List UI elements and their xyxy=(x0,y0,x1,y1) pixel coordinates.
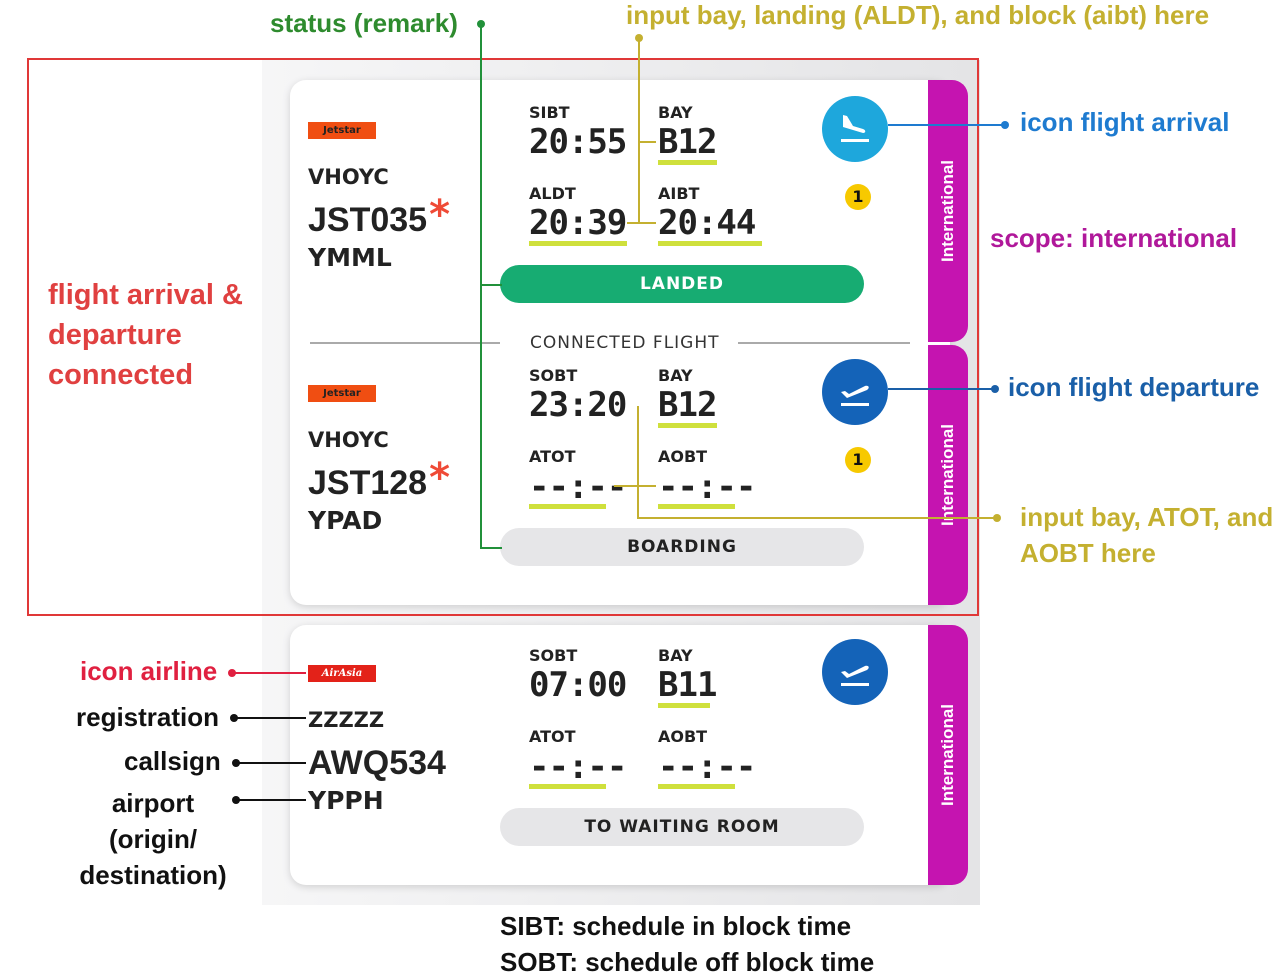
status-button[interactable]: BOARDING xyxy=(500,528,864,566)
aobt-input[interactable]: --:-- xyxy=(658,467,756,507)
input-underline xyxy=(658,160,717,165)
aibt-input[interactable]: 20:44 xyxy=(658,203,756,243)
flight-departure-icon xyxy=(822,359,888,425)
callsign: AWQ534 xyxy=(308,744,446,782)
sibt-value: 20:55 xyxy=(529,122,627,162)
annotation-connected: flight arrival & departure connected xyxy=(48,275,243,395)
callsign: JST128 xyxy=(308,464,428,502)
airport: YPPH xyxy=(308,786,384,815)
annotation-line: flight arrival & xyxy=(48,279,243,311)
annotation-scope: scope: international xyxy=(990,223,1238,253)
callsign: JST035 xyxy=(308,201,428,239)
atot-input[interactable]: --:-- xyxy=(529,747,627,787)
input-underline xyxy=(658,784,735,789)
bay-input[interactable]: B12 xyxy=(658,385,717,425)
input-underline xyxy=(658,241,762,246)
airline-logo: Jetstar xyxy=(308,122,376,139)
aobt-label: AOBT xyxy=(658,447,708,466)
input-underline xyxy=(529,784,606,789)
divider xyxy=(310,342,500,344)
annotation-line: destination) xyxy=(79,860,227,890)
airline-logo: Jetstar xyxy=(308,385,376,402)
legend-sibt: SIBT: schedule in block time xyxy=(500,911,852,941)
annotation-icon-airline: icon airline xyxy=(80,656,218,686)
annotation-callsign: callsign xyxy=(124,746,221,776)
atot-label: ATOT xyxy=(529,447,576,466)
annotation-status: status (remark) xyxy=(270,8,458,38)
bay-label: BAY xyxy=(658,103,693,122)
sibt-label: SIBT xyxy=(529,103,570,122)
aldt-input[interactable]: 20:39 xyxy=(529,203,627,243)
callsign-row: JST128* xyxy=(308,455,451,503)
bay-input[interactable]: B12 xyxy=(658,122,717,162)
asterisk-icon: * xyxy=(429,192,451,238)
input-underline xyxy=(658,504,735,509)
legend-sobt: SOBT: schedule off block time xyxy=(500,947,875,977)
annotation-airport: airport (origin/destination) xyxy=(76,785,230,893)
annotation-icon-arrival: icon flight arrival xyxy=(1020,107,1230,137)
registration: VHOYC xyxy=(308,428,389,452)
status-button[interactable]: TO WAITING ROOM xyxy=(500,808,864,846)
input-underline xyxy=(658,703,710,708)
notification-badge: 1 xyxy=(845,184,871,210)
connected-flight-label: CONNECTED FLIGHT xyxy=(530,333,720,353)
input-underline xyxy=(529,241,627,246)
sobt-label: SOBT xyxy=(529,366,578,385)
aibt-label: AIBT xyxy=(658,184,700,203)
sobt-value: 07:00 xyxy=(529,665,627,705)
asterisk-icon: * xyxy=(429,455,451,501)
annotation-line: connected xyxy=(48,359,194,391)
notification-badge: 1 xyxy=(845,447,871,473)
annotation-registration: registration xyxy=(76,702,220,732)
atot-label: ATOT xyxy=(529,727,576,746)
bay-label: BAY xyxy=(658,366,693,385)
scope-tag: International xyxy=(928,625,968,885)
input-underline xyxy=(529,504,606,509)
flight-arrival-icon xyxy=(822,96,888,162)
bay-input[interactable]: B11 xyxy=(658,665,717,705)
aldt-label: ALDT xyxy=(529,184,576,203)
sobt-label: SOBT xyxy=(529,646,578,665)
divider xyxy=(738,342,910,344)
input-underline xyxy=(658,423,717,428)
airport: YMML xyxy=(308,243,392,272)
bay-label: BAY xyxy=(658,646,693,665)
sobt-value: 23:20 xyxy=(529,385,627,425)
annotation-line: (origin/ xyxy=(108,824,198,854)
airport: YPAD xyxy=(308,506,383,535)
registration: ZZZZZ xyxy=(308,708,385,732)
annotation-line: departure xyxy=(48,319,182,351)
annotation-line: airport xyxy=(111,788,195,818)
callsign-row: AWQ534 xyxy=(308,743,446,783)
scope-tag-arrival: International xyxy=(928,80,968,342)
aobt-input[interactable]: --:-- xyxy=(658,747,756,787)
callsign-row: JST035* xyxy=(308,192,451,240)
airline-logo: AirAsia xyxy=(308,665,376,682)
registration: VHOYC xyxy=(308,165,389,189)
annotation-input-arrival: input bay, landing (ALDT), and block (ai… xyxy=(626,0,1210,30)
annotation-line: input bay, ATOT, and xyxy=(1020,502,1274,532)
annotation-icon-departure: icon flight departure xyxy=(1008,372,1260,402)
atot-input[interactable]: --:-- xyxy=(529,467,627,507)
status-button[interactable]: LANDED xyxy=(500,265,864,303)
flight-departure-icon xyxy=(822,639,888,705)
aobt-label: AOBT xyxy=(658,727,708,746)
annotation-line: AOBT here xyxy=(1020,538,1156,568)
